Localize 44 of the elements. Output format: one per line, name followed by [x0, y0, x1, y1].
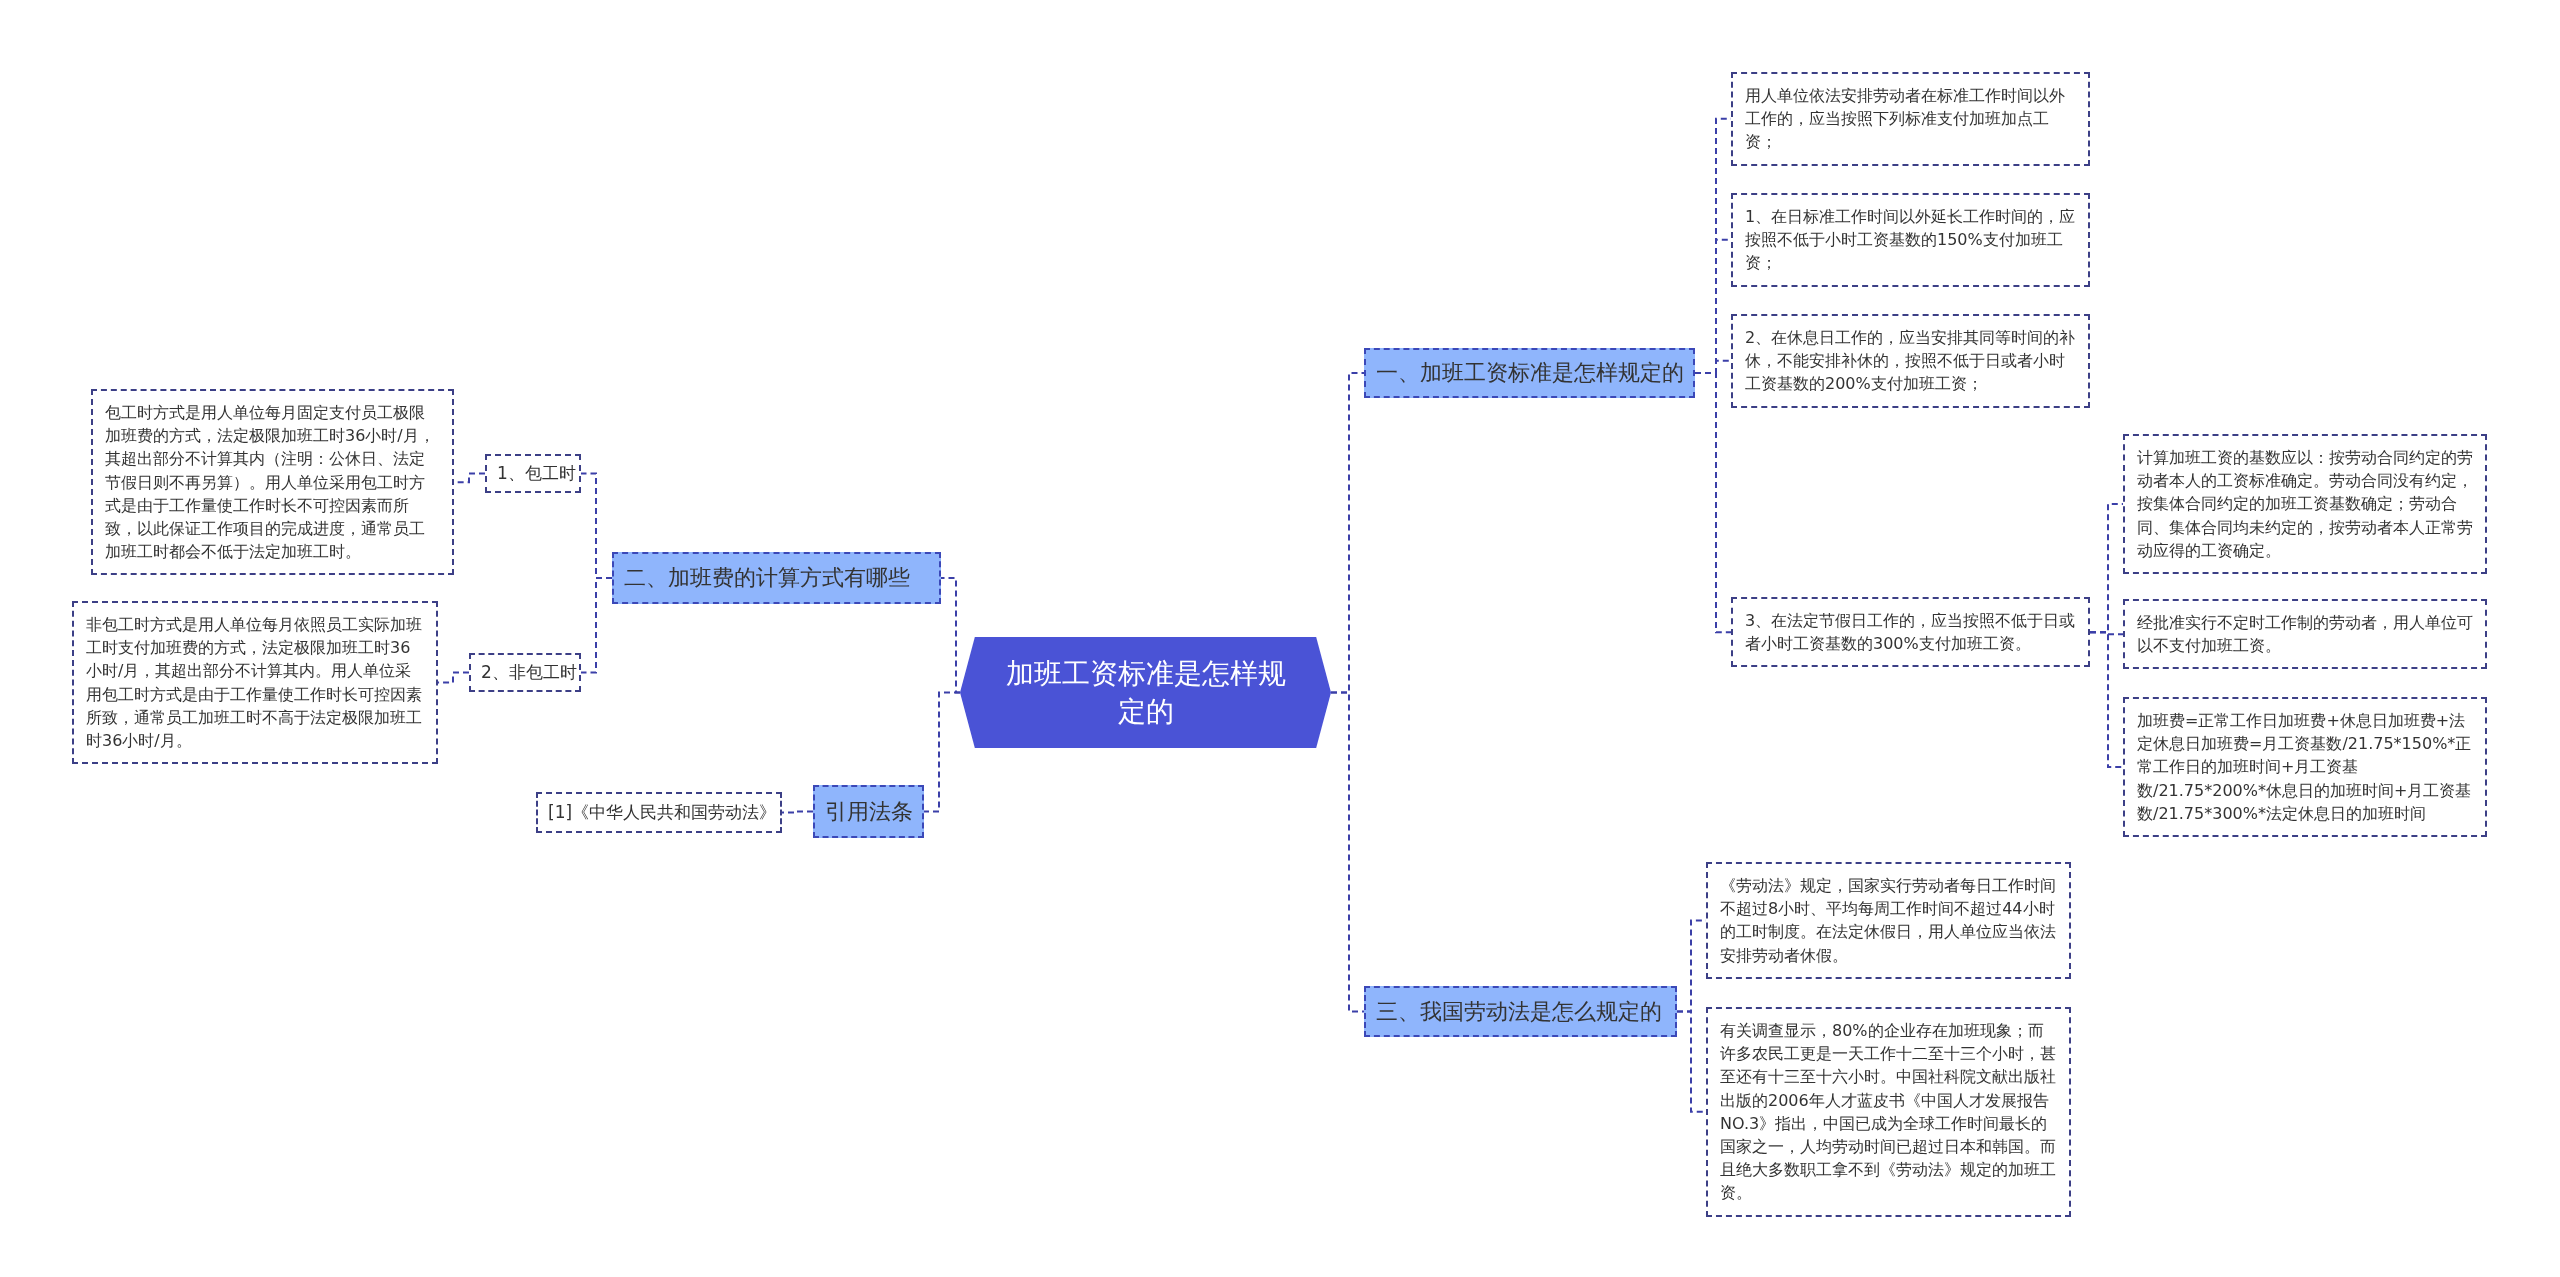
note-text: 非包工时方式是用人单位每月依照员工实际加班工时支付加班费的方式，法定极限加班工时36小时/月，其超出部分不计算其内。用人单位采用包工时方式是由于工作量使工作时长可控因素所致，通常员工加班工时不高于法定极限加班工时36小时/月。 [86, 615, 422, 750]
central-topic [960, 637, 1331, 748]
note-box [1706, 862, 2071, 979]
note-text: 经批准实行不定时工作制的劳动者，用人单位可以不支付加班工资。 [2137, 613, 2473, 656]
topic-label: 2、非包工时 [481, 661, 577, 684]
note-box [72, 601, 438, 765]
topic-label: 一、加班工资标准是怎样规定的 [1376, 359, 1684, 387]
topic-label: [1]《中华人民共和国劳动法》 [548, 801, 777, 824]
connector-line [1330, 691, 1365, 1013]
note-text: 3、在法定节假日工作的，应当按照不低于日或者小时工资基数的300%支付加班工资。 [1745, 611, 2076, 654]
connector-line [923, 691, 961, 813]
topic-box [612, 552, 941, 604]
note-box [2123, 697, 2487, 837]
note-box [1731, 72, 2090, 166]
note-box [1731, 193, 2090, 287]
note-box [2123, 434, 2487, 574]
note-text: 加班费=正常工作日加班费+休息日加班费+法定休息日加班费=月工资基数/21.75*150%*正常工作日的加班时间+月工资基数/21.75*200%*休息日的加班时间+月工资基数/21.75*300%*法定休息日的加班时间 [2137, 711, 2472, 823]
note-text: 1、在日标准工作时间以外延长工作时间的，应按照不低于小时工资基数的150%支付加班工资； [1745, 207, 2076, 273]
connector-line [580, 577, 613, 674]
note-box [1731, 597, 2090, 668]
subtopic-box [536, 792, 782, 833]
note-box [2123, 599, 2487, 670]
note-text: 《劳动法》规定，国家实行劳动者每日工作时间不超过8小时、平均每周工作时间不超过44小时的工时制度。在法定休假日，用人单位应当依法安排劳动者休假。 [1720, 876, 2056, 965]
note-box [91, 389, 454, 576]
topic-box [1364, 348, 1695, 398]
note-text: 包工时方式是用人单位每月固定支付员工极限加班费的方式，法定极限加班工时36小时/月，其超出部分不计算其内（注明：公休日、法定节假日则不再另算）。用人单位采用包工时方式是由于工作量使工作时长不可控因素而所致，以此保证工作项目的完成进度，通常员工加班工时都会不低于法定加班工时。 [105, 403, 435, 562]
connector-line [1694, 372, 1732, 634]
topic-label: 三、我国劳动法是怎么规定的 [1376, 997, 1662, 1026]
topic-label: 1、包工时 [497, 462, 576, 485]
note-box [1731, 314, 2090, 408]
subtopic-box [485, 454, 581, 493]
topic-label: 加班工资标准是怎样规定的 [1004, 655, 1287, 730]
note-text: 用人单位依法安排劳动者在标准工作时间以外工作的，应当按照下列标准支付加班加点工资； [1745, 86, 2065, 152]
connector-line [781, 810, 814, 814]
note-text: 有关调查显示，80%的企业存在加班现象；而许多农民工更是一天工作十二至十三个小时，甚至还有十三至十六小时。中国社科院文献出版社出版的2006年人才蓝皮书《中国人才发展报告NO.3》指出，中国已成为全球工作时间最长的国家之一，人均劳动时间已超过日本和韩国。而且绝大多数职工拿不到《劳动法》规定的加班工资。 [1720, 1021, 2056, 1203]
subtopic-box [469, 653, 581, 692]
note-box [1706, 1007, 2071, 1217]
note-text: 2、在休息日工作的，应当安排其同等时间的补休，不能安排补休的，按照不低于日或者小时工资基数的200%支付加班工资； [1745, 328, 2076, 394]
topic-label: 引用法条 [825, 797, 913, 826]
note-text: 计算加班工资的基数应以：按劳动合同约定的劳动者本人的工资标准确定。劳动合同没有约定，按集体合同约定的加班工资基数确定；劳动合同、集体合同均未约定的，按劳动者本人正常劳动应得的工资确定。 [2137, 448, 2473, 560]
topic-box [813, 785, 924, 838]
topic-box [1364, 986, 1677, 1037]
connector-line [2089, 631, 2124, 768]
topic-label: 二、加班费的计算方式有哪些 [624, 564, 910, 592]
